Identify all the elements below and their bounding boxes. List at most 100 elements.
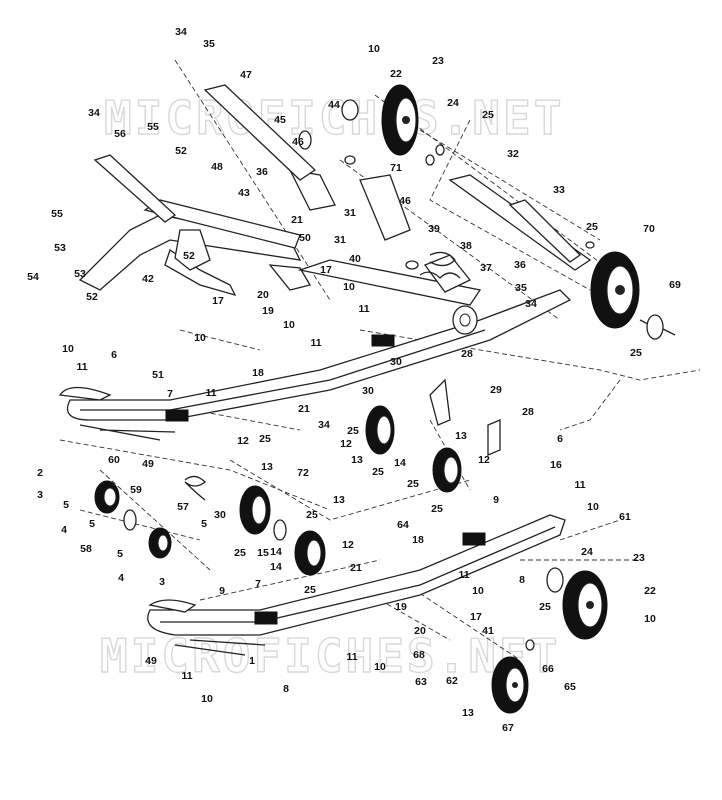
part-callout-11: 11: [458, 569, 469, 581]
part-callout-11: 11: [205, 387, 216, 399]
part-callout-61: 61: [619, 511, 631, 523]
part-callout-25: 25: [372, 466, 384, 478]
part-callout-25: 25: [482, 109, 494, 121]
part-callout-12: 12: [478, 454, 490, 466]
part-callout-20: 20: [257, 289, 269, 301]
part-callout-11: 11: [358, 303, 369, 315]
part-callout-12: 12: [237, 435, 249, 447]
part-callout-10: 10: [62, 343, 74, 355]
part-callout-52: 52: [86, 291, 98, 303]
wheel-70: [590, 251, 640, 329]
part-callout-62: 62: [446, 675, 458, 687]
part-callout-22: 22: [644, 585, 656, 597]
part-callout-43: 43: [238, 187, 250, 199]
part-callout-3: 3: [37, 489, 43, 501]
part-callout-12: 12: [342, 539, 354, 551]
part-callout-10: 10: [644, 613, 656, 625]
part-callout-24: 24: [447, 97, 459, 109]
part-callout-44: 44: [328, 99, 340, 111]
part-callout-25: 25: [539, 601, 551, 613]
wheel-13-a: [365, 405, 395, 455]
part-callout-53: 53: [54, 242, 66, 254]
part-callout-24: 24: [581, 546, 593, 558]
part-callout-35: 35: [203, 38, 215, 50]
part-callout-11: 11: [76, 361, 87, 373]
wheel-4: [148, 527, 172, 559]
part-callout-34: 34: [88, 107, 100, 119]
part-callout-23: 23: [432, 55, 444, 67]
part-callout-7: 7: [167, 388, 173, 400]
part-callout-28: 28: [461, 348, 473, 360]
part-callout-13: 13: [462, 707, 474, 719]
watermark-bottom: MICROFICHES.NET: [100, 629, 560, 683]
part-callout-17: 17: [212, 295, 224, 307]
wheel-13-c: [239, 485, 271, 535]
part-callout-47: 47: [240, 69, 252, 81]
part-callout-30: 30: [362, 385, 374, 397]
part-callout-25: 25: [431, 503, 443, 515]
idler-wheels: [94, 84, 640, 714]
part-callout-5: 5: [201, 518, 207, 530]
part-callout-39: 39: [428, 223, 440, 235]
part-callout-52: 52: [183, 250, 195, 262]
part-callout-25: 25: [306, 509, 318, 521]
part-callout-50: 50: [299, 232, 311, 244]
wheel-13-d: [294, 530, 326, 576]
part-callout-4: 4: [61, 524, 67, 536]
part-callout-10: 10: [283, 319, 295, 331]
part-callout-25: 25: [347, 425, 359, 437]
part-callout-25: 25: [630, 347, 642, 359]
part-callout-38: 38: [460, 240, 472, 252]
part-callout-71: 71: [390, 162, 402, 174]
part-callout-55: 55: [147, 121, 159, 133]
part-callout-10: 10: [343, 281, 355, 293]
part-callout-16: 16: [550, 459, 562, 471]
part-callout-48: 48: [211, 161, 223, 173]
part-callout-10: 10: [368, 43, 380, 55]
part-callout-63: 63: [415, 676, 427, 688]
part-callout-21: 21: [350, 562, 362, 574]
part-callout-40: 40: [349, 253, 361, 265]
part-callout-20: 20: [414, 625, 426, 637]
part-callout-14: 14: [270, 546, 282, 558]
part-callout-3: 3: [159, 576, 165, 588]
part-callout-25: 25: [304, 584, 316, 596]
part-callout-25: 25: [407, 478, 419, 490]
part-callout-14: 14: [394, 457, 406, 469]
part-callout-45: 45: [274, 114, 286, 126]
front-arm-assembly: [78, 84, 336, 297]
part-callout-65: 65: [564, 681, 576, 693]
rear-arm-assembly: [297, 174, 592, 306]
part-callout-34: 34: [525, 298, 537, 310]
part-callout-49: 49: [142, 458, 154, 470]
wheel-23-upper: [381, 84, 419, 156]
part-callout-30: 30: [214, 509, 226, 521]
part-callout-2: 2: [37, 467, 43, 479]
part-callout-60: 60: [108, 454, 120, 466]
part-callout-1: 1: [249, 655, 255, 667]
part-callout-8: 8: [519, 574, 525, 586]
part-callout-10: 10: [587, 501, 599, 513]
part-callout-53: 53: [74, 268, 86, 280]
part-callout-46: 46: [399, 195, 411, 207]
assembly-lines: [59, 59, 701, 661]
wheel-60: [94, 480, 120, 514]
part-callout-57: 57: [177, 501, 189, 513]
part-callout-72: 72: [297, 467, 309, 479]
part-callout-10: 10: [194, 332, 206, 344]
part-callout-30: 30: [390, 356, 402, 368]
part-callout-18: 18: [412, 534, 424, 546]
part-callout-13: 13: [351, 454, 363, 466]
part-callout-13: 13: [333, 494, 345, 506]
part-callout-35: 35: [515, 282, 527, 294]
part-callout-54: 54: [27, 271, 39, 283]
part-callout-15: 15: [257, 547, 269, 559]
part-callout-5: 5: [89, 518, 95, 530]
wheel-36: [452, 305, 478, 335]
part-callout-42: 42: [142, 273, 154, 285]
part-callout-13: 13: [455, 430, 467, 442]
hardware: [123, 99, 676, 651]
part-callout-9: 9: [219, 585, 225, 597]
